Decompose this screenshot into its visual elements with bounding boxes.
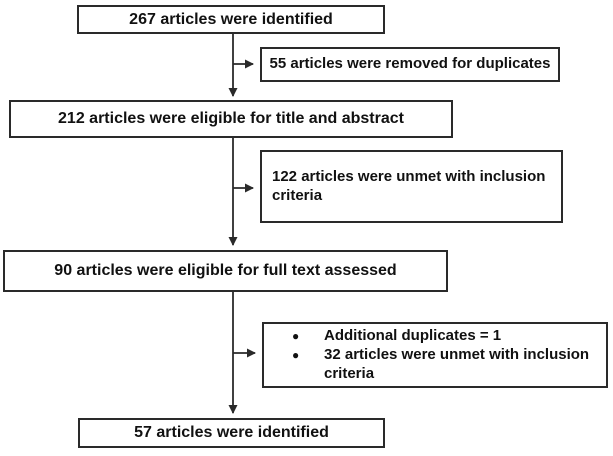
- exclusion-item-text: 32 articles were unmet with inclusion cr…: [324, 345, 590, 382]
- list-item: ● Additional duplicates = 1: [288, 327, 598, 346]
- box-title-abstract-eligible: 212 articles were eligible for title and…: [9, 100, 453, 138]
- list-item: ● 32 articles were unmet with inclusion …: [288, 346, 598, 384]
- box-final-articles-identified: 57 articles were identified: [78, 418, 385, 448]
- box-articles-identified: 267 articles were identified: [77, 5, 385, 34]
- box-full-text-assessed: 90 articles were eligible for full text …: [3, 250, 448, 292]
- unmet-inclusion-text: 122 articles were unmet with inclusion c…: [272, 167, 546, 204]
- exclusion-bullet-list: ● Additional duplicates = 1 ● 32 article…: [264, 327, 598, 384]
- box-unmet-inclusion-criteria: 122 articles were unmet with inclusion c…: [260, 150, 563, 223]
- box-duplicates-removed: 55 articles were removed for duplicates: [260, 47, 560, 82]
- bullet-icon: ●: [292, 328, 300, 343]
- bullet-icon: ●: [292, 347, 300, 362]
- exclusion-item-text: Additional duplicates = 1: [324, 326, 502, 344]
- box-additional-exclusions: ● Additional duplicates = 1 ● 32 article…: [262, 322, 608, 388]
